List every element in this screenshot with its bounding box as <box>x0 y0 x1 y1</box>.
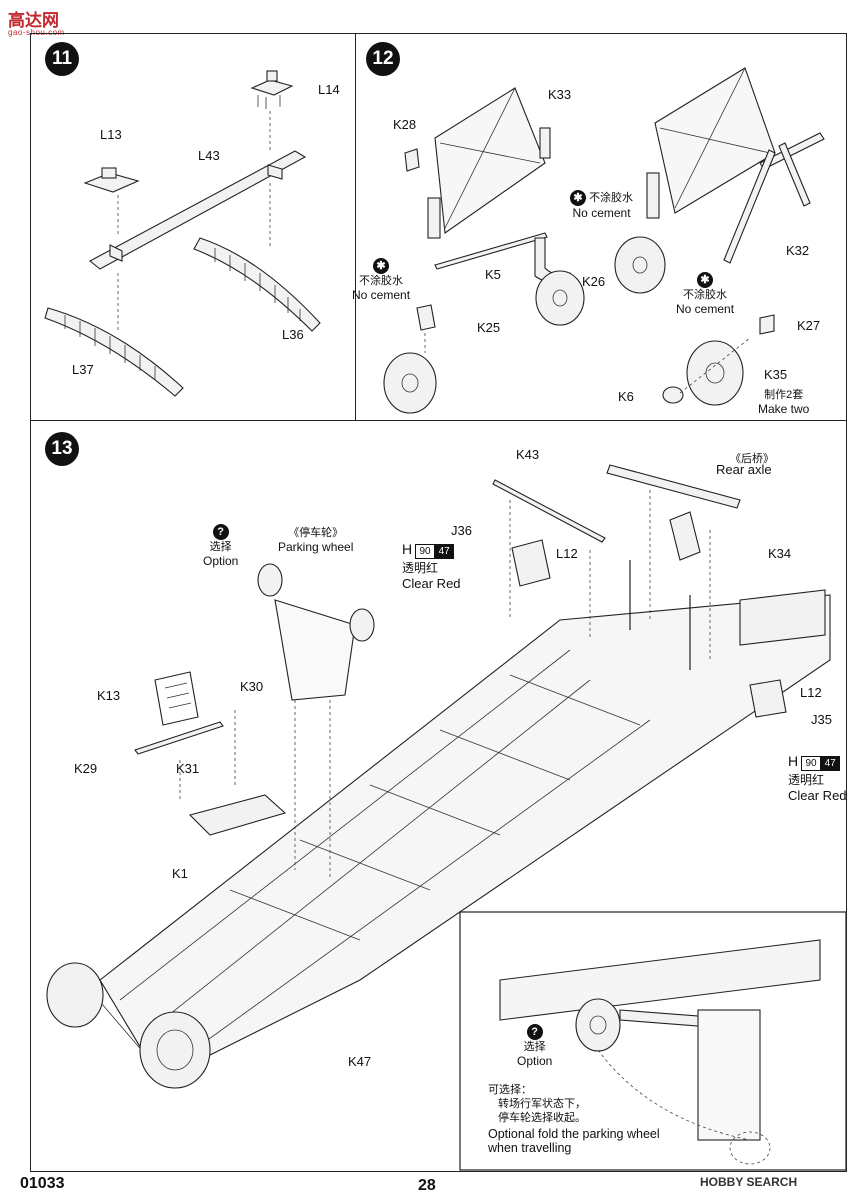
label-j35: J35 <box>811 712 832 727</box>
no-cement-note-2: ✱ 不涂胶水 No cement <box>352 258 411 302</box>
parking-wheel-title: 《停车轮》 Parking wheel <box>278 527 354 554</box>
label-k6: K6 <box>618 389 634 404</box>
no-glue-icon: ✱ <box>570 190 586 206</box>
inset-option-note: ? 选择 Option <box>517 1024 553 1068</box>
label-l13: L13 <box>100 127 122 142</box>
make-two-note: 制作2套 Make two <box>758 389 810 416</box>
label-k31: K31 <box>176 761 200 776</box>
label-k47: K47 <box>348 1054 372 1069</box>
label-l43: L43 <box>198 148 220 163</box>
question-icon: ? <box>212 524 229 540</box>
product-code: 01033 <box>20 1175 65 1192</box>
inset-note: 可选择： 转场行军状态下， 停车轮选择收起。 Optional fold the… <box>488 1084 660 1155</box>
label-l14: L14 <box>318 82 340 97</box>
no-cement-note-3: ✱ 不涂胶水 No cement <box>676 272 735 316</box>
label-k29: K29 <box>74 761 98 776</box>
step-12-drawing <box>383 67 825 414</box>
watermark: HOBBY SEARCH <box>700 1175 798 1189</box>
label-l36: L36 <box>282 327 304 342</box>
rear-axle-en: Rear axle <box>716 462 772 477</box>
label-k33: K33 <box>548 87 572 102</box>
label-j36: J36 <box>451 523 472 538</box>
step-13-panel <box>30 420 847 1172</box>
step-11-number: 11 <box>45 42 79 76</box>
no-glue-icon: ✱ <box>373 258 390 274</box>
label-l12-bottom: L12 <box>800 685 822 700</box>
label-k34: K34 <box>768 546 792 561</box>
step-12-number: 12 <box>366 42 400 76</box>
label-l37: L37 <box>72 362 94 377</box>
label-k1: K1 <box>172 866 188 881</box>
label-k13: K13 <box>97 688 121 703</box>
no-glue-icon: ✱ <box>697 272 714 288</box>
label-k27: K27 <box>797 318 821 333</box>
label-k5: K5 <box>485 267 501 282</box>
site-logo: 高达网 <box>8 11 59 30</box>
step-13-drawing <box>46 464 847 1171</box>
label-k25: K25 <box>477 320 501 335</box>
step-11-drawing <box>44 70 321 397</box>
label-k43: K43 <box>516 447 540 462</box>
step-13-number: 13 <box>45 432 79 466</box>
label-k26: K26 <box>582 274 606 289</box>
site-logo-url: gao-shou.com <box>8 28 65 37</box>
label-k35: K35 <box>764 367 788 382</box>
page-number: 28 <box>418 1177 436 1194</box>
no-cement-note-1: ✱ 不涂胶水 No cement <box>570 190 633 221</box>
label-k32: K32 <box>786 243 810 258</box>
label-l12-top: L12 <box>556 546 578 561</box>
question-icon: ? <box>526 1024 543 1040</box>
label-k30: K30 <box>240 679 264 694</box>
label-k28: K28 <box>393 117 417 132</box>
option-note: ? 选择 Option <box>203 524 239 568</box>
rear-axle-cn: 《后桥》 <box>730 453 774 465</box>
